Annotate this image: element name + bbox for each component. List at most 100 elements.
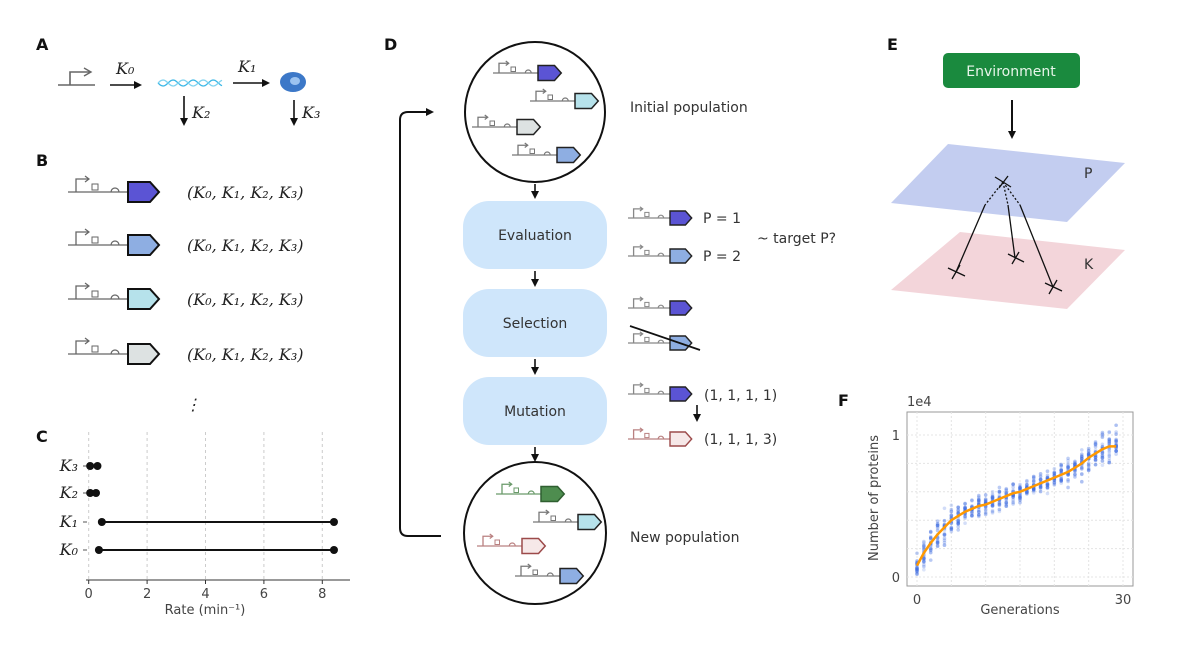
f-data-point: [1086, 446, 1091, 451]
f-data-point: [1066, 466, 1070, 470]
f-data-point: [997, 502, 1002, 507]
f-data-point: [935, 544, 940, 549]
f-data-point: [935, 528, 940, 533]
rate-tuple: (K₀, K₁, K₂, K₃): [187, 236, 303, 255]
f-data-point: [1004, 487, 1009, 492]
f-data-point: [915, 572, 919, 577]
gene-construct-icon: [628, 331, 693, 351]
mutation-after: (1, 1, 1, 3): [704, 432, 777, 448]
f-data-point: [1066, 461, 1070, 466]
f-data-point: [1038, 477, 1043, 481]
c-category-label: K₃: [59, 456, 78, 475]
f-data-point: [1073, 472, 1077, 477]
coding-sequence-icon: [537, 64, 563, 82]
mutation-before: (1, 1, 1, 1): [704, 388, 777, 404]
f-data-point: [1107, 441, 1112, 446]
operator-icon: [644, 336, 650, 343]
f-data-point: [1059, 478, 1063, 482]
f-data-point: [1086, 452, 1091, 457]
f-data-point: [1025, 482, 1029, 487]
f-data-point: [1011, 495, 1015, 500]
f-x-tick-label: 0: [913, 593, 921, 608]
coding-sequence-icon: [127, 181, 161, 203]
f-data-point: [942, 532, 947, 536]
gene-construct-icon: [68, 282, 161, 310]
panel-b-gene-variants: (K₀, K₁, K₂, K₃) (K₀, K₁, K₂, K₃) (K₀, K…: [68, 175, 303, 414]
f-data-point: [1093, 457, 1098, 462]
f-data-point: [997, 502, 1002, 506]
coding-sequence-icon: [669, 386, 693, 402]
f-data-point: [1100, 463, 1105, 467]
gene-construct-icon: [493, 60, 563, 82]
f-data-point: [1100, 453, 1105, 458]
f-data-point: [1045, 485, 1050, 490]
f-data-point: [1073, 461, 1077, 465]
rbs-icon: [657, 252, 665, 257]
mutation-label: Mutation: [504, 404, 566, 420]
f-data-point: [1038, 489, 1043, 494]
promoter-icon: [477, 535, 524, 547]
f-data-point: [990, 496, 995, 500]
f-data-point: [983, 507, 988, 512]
c-range-max: [329, 546, 338, 554]
f-data-point: [922, 559, 926, 564]
f-data-point: [922, 539, 926, 544]
promoter-arrowhead: [489, 533, 494, 539]
f-data-point: [1114, 440, 1118, 445]
f-data-point: [1038, 485, 1043, 490]
f-data-point: [922, 560, 926, 565]
f-data-point: [1045, 483, 1050, 487]
f-data-point: [1045, 482, 1050, 486]
f-data-point: [963, 516, 967, 521]
c-range-min: [86, 462, 95, 470]
f-data-point: [922, 556, 926, 561]
eval-result-1: P = 1: [703, 211, 741, 227]
c-category-label: K₁: [59, 512, 78, 531]
f-data-point: [1100, 451, 1105, 456]
f-data-point: [977, 493, 981, 498]
f-data-point: [1066, 464, 1070, 469]
f-data-point: [935, 541, 940, 545]
f-data-point: [1066, 463, 1070, 467]
c-tick-label: 8: [318, 587, 326, 602]
f-data-point: [1086, 452, 1091, 456]
gene-construct-icon: [628, 244, 693, 264]
f-data-point: [1031, 487, 1036, 492]
f-data-point: [949, 526, 954, 530]
c-xlabel: Rate (min⁻¹): [165, 603, 246, 618]
f-data-point: [1031, 478, 1036, 482]
f-data-point: [1086, 452, 1091, 456]
f-data-point: [956, 522, 960, 527]
f-data-point: [997, 489, 1002, 494]
promoter-icon: [628, 384, 672, 395]
f-data-point: [1004, 497, 1009, 502]
rbs-icon: [657, 390, 665, 395]
f-data-point: [1031, 474, 1036, 479]
f-data-point: [990, 494, 995, 498]
rbs-icon: [110, 294, 120, 300]
f-data-point: [1004, 504, 1009, 509]
operator-icon: [644, 249, 650, 256]
rate-k0: K₀: [115, 59, 135, 78]
f-data-point: [1025, 479, 1029, 484]
c-tick-label: 4: [201, 587, 209, 602]
f-data-point: [1052, 470, 1057, 475]
f-data-point: [1045, 473, 1050, 478]
f-data-point: [1018, 494, 1022, 499]
f-data-point: [1066, 456, 1070, 461]
f-data-point: [956, 518, 960, 523]
f-data-point: [1107, 449, 1112, 454]
f-data-point: [915, 551, 919, 556]
f-data-point: [1018, 494, 1022, 499]
f-data-point: [1018, 485, 1022, 490]
rbs-icon: [657, 435, 665, 440]
f-data-point: [977, 499, 981, 504]
f-x-tick-label: 30: [1115, 593, 1132, 608]
f-data-point: [990, 496, 995, 500]
f-data-point: [1031, 480, 1036, 484]
f-data-point: [1031, 476, 1036, 480]
f-data-point: [1073, 475, 1077, 479]
promoter-arrowhead: [524, 142, 529, 148]
f-data-point: [990, 492, 995, 497]
f-data-point: [1107, 441, 1112, 445]
